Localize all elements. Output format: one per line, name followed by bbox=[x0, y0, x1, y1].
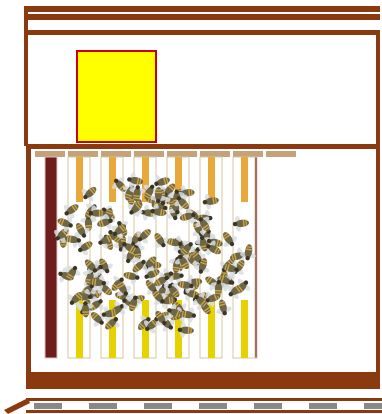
frame-top-bar-3 bbox=[101, 151, 131, 157]
bee-stripe bbox=[155, 189, 161, 190]
base-rail-bottom bbox=[26, 410, 382, 413]
entrance-block-3 bbox=[144, 403, 172, 409]
bee-stripe bbox=[155, 262, 157, 269]
bee-stripe bbox=[128, 202, 134, 203]
roof-top-board bbox=[24, 6, 380, 12]
frame-top-bar-6 bbox=[200, 151, 230, 157]
bee-stripe bbox=[83, 314, 89, 315]
roof-lower-board bbox=[26, 14, 380, 20]
brood-box-top-rail bbox=[26, 144, 380, 149]
brood-box-left-wall bbox=[26, 144, 31, 389]
bee-head bbox=[89, 211, 93, 215]
entrance-block-5 bbox=[254, 403, 282, 409]
frame-5-honey bbox=[208, 157, 215, 202]
bottom-board bbox=[26, 372, 380, 389]
frame-top-bar-4 bbox=[134, 151, 164, 157]
entrance-block-6 bbox=[309, 403, 337, 409]
bee-stripe bbox=[99, 210, 100, 217]
feeder-square bbox=[77, 51, 156, 142]
upper-box bbox=[24, 6, 380, 146]
entrance-block-2 bbox=[89, 403, 117, 409]
bee-stripe bbox=[158, 262, 159, 268]
frame-top-bar-8 bbox=[266, 151, 296, 157]
upper-box-right-edge bbox=[376, 30, 380, 146]
entrance-block-1 bbox=[34, 403, 62, 409]
hive-base bbox=[4, 398, 382, 414]
outer-frame-left-bar bbox=[45, 157, 57, 358]
frame-top-bar-7 bbox=[233, 151, 263, 157]
bee-stripe bbox=[60, 244, 66, 245]
frame-top-bar-1 bbox=[35, 151, 65, 157]
base-rail-top bbox=[26, 398, 382, 401]
bee-stripe bbox=[82, 311, 89, 313]
entrance-block-4 bbox=[199, 403, 227, 409]
frame-1-honey bbox=[76, 157, 83, 202]
frame-6-brood bbox=[241, 300, 248, 358]
bee-stripe bbox=[155, 192, 162, 194]
entrance-block-7 bbox=[364, 403, 382, 409]
upper-box-left-wall bbox=[24, 6, 28, 146]
bee-stripe bbox=[102, 210, 103, 216]
upper-box-top-rail bbox=[26, 30, 380, 35]
frame-6-honey bbox=[241, 157, 248, 202]
brood-box bbox=[26, 144, 380, 389]
frame-top-bar-5 bbox=[167, 151, 197, 157]
brood-box-right-edge bbox=[376, 144, 380, 372]
frame-top-bar-2 bbox=[68, 151, 98, 157]
entrance-reducer bbox=[34, 403, 382, 409]
